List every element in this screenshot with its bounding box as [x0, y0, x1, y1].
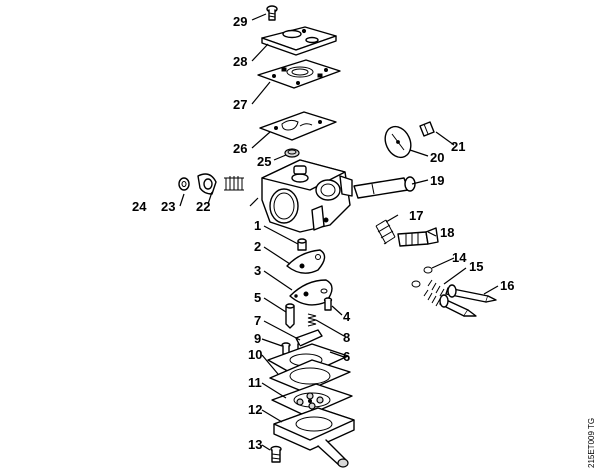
part-18-screw — [397, 227, 439, 247]
callout-8: 8 — [343, 330, 350, 345]
callout-5: 5 — [254, 290, 261, 305]
callout-7: 7 — [254, 313, 261, 328]
callout-18: 18 — [440, 225, 454, 240]
carburetor-body — [261, 159, 353, 233]
part-16-needles — [439, 284, 497, 317]
callout-15: 15 — [469, 259, 483, 274]
callout-13: 13 — [248, 437, 262, 452]
callout-1: 1 — [254, 218, 261, 233]
callout-10: 10 — [248, 347, 262, 362]
callout-3: 3 — [254, 263, 261, 278]
callout-4: 4 — [343, 309, 351, 324]
callout-17: 17 — [409, 208, 423, 223]
part-24-cap — [178, 177, 190, 191]
callout-28: 28 — [233, 54, 247, 69]
callout-12: 12 — [248, 402, 262, 417]
part-17-spring — [375, 219, 396, 245]
part-22-spring — [224, 176, 244, 191]
part-13-screw — [270, 445, 282, 463]
callout-29: 29 — [233, 14, 247, 29]
callout-22: 22 — [196, 199, 210, 214]
part-3-gasket — [289, 279, 333, 306]
part-21-screw — [419, 121, 435, 137]
part-8-spring — [307, 313, 317, 327]
callout-2: 2 — [254, 239, 261, 254]
part-28-cover — [261, 26, 337, 56]
part-1-plug — [297, 238, 307, 251]
part-26-diaphragm — [259, 111, 337, 141]
callout-16: 16 — [500, 278, 514, 293]
part-27-gasket — [257, 59, 341, 89]
callout-9: 9 — [254, 331, 261, 346]
figure-code: 215ET009 TG — [587, 418, 596, 468]
part-29-screw — [266, 5, 278, 21]
callout-26: 26 — [233, 141, 247, 156]
part-11-diaphragm — [271, 383, 353, 417]
callout-14: 14 — [452, 250, 467, 265]
part-2-plate — [286, 249, 326, 274]
part-9-screw — [281, 342, 291, 355]
part-15-springs — [423, 279, 445, 307]
callout-21: 21 — [451, 139, 465, 154]
callout-6: 6 — [343, 349, 350, 364]
callout-numbers: 29 28 27 26 25 24 23 22 21 20 19 17 18 1… — [132, 14, 514, 452]
part-19-shaft — [353, 176, 416, 199]
callout-23: 23 — [161, 199, 175, 214]
callout-25: 25 — [257, 154, 271, 169]
part-5-needle — [285, 303, 295, 329]
leader-lines — [179, 13, 499, 451]
part-4-screw — [323, 297, 333, 311]
part-23-elbow — [197, 173, 217, 195]
part-20-throttle-plate — [384, 125, 412, 159]
part-14-o-rings — [411, 266, 433, 288]
part-10-ring — [269, 359, 351, 393]
callout-11: 11 — [248, 375, 262, 390]
part-25-strainer — [284, 148, 300, 158]
callout-27: 27 — [233, 97, 247, 112]
callout-24: 24 — [132, 199, 147, 214]
callout-20: 20 — [430, 150, 444, 165]
callout-19: 19 — [430, 173, 444, 188]
part-12-cover — [273, 407, 355, 468]
